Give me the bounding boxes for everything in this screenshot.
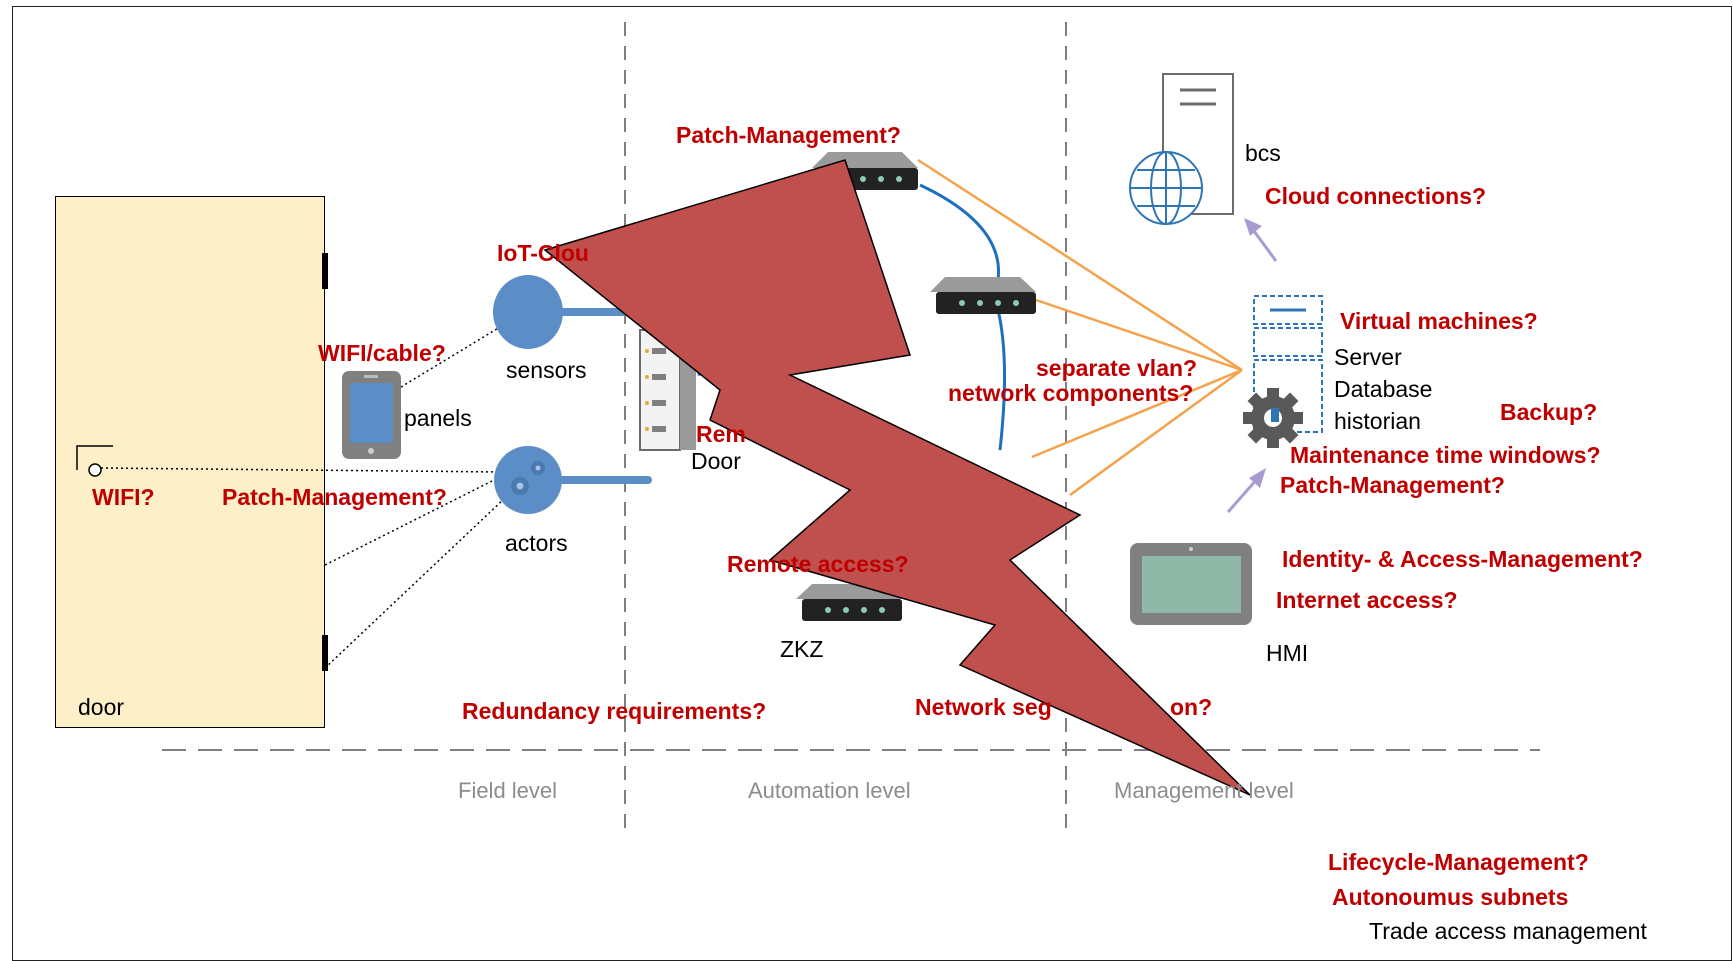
- question-maintenance: Maintenance time windows?: [1290, 442, 1601, 468]
- door: [55, 196, 328, 728]
- switch-network-icon: [930, 277, 1036, 314]
- database-label: Database: [1334, 376, 1433, 402]
- management-level-label: Management level: [1114, 778, 1294, 803]
- door-controller-label: Door: [691, 448, 741, 474]
- door-hinge-bottom: [322, 635, 328, 671]
- question-patch-management-actors: Patch-Management?: [222, 484, 447, 510]
- actors-icon: [494, 446, 652, 514]
- door-label: door: [78, 694, 125, 720]
- question-remote-partial: Rem: [696, 421, 746, 447]
- orange-links: [917, 158, 1243, 497]
- door-hinge-top: [322, 253, 328, 289]
- monitor-icon: [1130, 543, 1252, 625]
- tablet-icon: [342, 371, 401, 459]
- question-network-segmentation-left: Network seg: [915, 694, 1052, 720]
- panels-label: panels: [404, 405, 472, 431]
- historian-label: historian: [1334, 408, 1421, 434]
- arrow-to-server: [1226, 468, 1266, 513]
- lightning-bolt-icon: [543, 159, 1251, 796]
- question-patch-management-server: Patch-Management?: [1280, 472, 1505, 498]
- sensors-label: sensors: [506, 357, 587, 383]
- question-redundancy: Redundancy requirements?: [462, 698, 767, 724]
- bcs-label: bcs: [1245, 140, 1281, 166]
- actors-label: actors: [505, 530, 568, 556]
- question-remote-access: Remote access?: [727, 551, 909, 577]
- question-patch-management-top: Patch-Management?: [676, 122, 901, 148]
- question-cloud-connections: Cloud connections?: [1265, 183, 1487, 209]
- door-controller-icon: [639, 329, 696, 451]
- question-autonomous-subnets: Autonoumus subnets: [1332, 884, 1569, 910]
- trade-access-label: Trade access management: [1369, 918, 1647, 944]
- question-backup: Backup?: [1500, 399, 1598, 425]
- field-level-label: Field level: [458, 778, 558, 803]
- question-virtual-machines: Virtual machines?: [1340, 308, 1538, 334]
- question-identity-access: Identity- & Access-Management?: [1282, 546, 1643, 572]
- gear-icon: [1243, 388, 1303, 448]
- arrow-to-cloud: [1244, 218, 1278, 262]
- question-internet-access: Internet access?: [1276, 587, 1458, 613]
- globe-icon: [1129, 151, 1203, 225]
- question-network-components: network components?: [948, 380, 1194, 406]
- door-lock-icon: [76, 445, 113, 477]
- question-iot-cloud: IoT-Clou: [497, 240, 589, 266]
- question-wifi-cable: WIFI/cable?: [318, 340, 446, 366]
- dotted-links: [100, 326, 506, 669]
- automation-level-label: Automation level: [748, 778, 911, 803]
- question-wifi: WIFI?: [92, 484, 155, 510]
- server-label: Server: [1334, 344, 1402, 370]
- question-lifecycle-management: Lifecycle-Management?: [1328, 849, 1589, 875]
- question-separate-vlan: separate vlan?: [1036, 355, 1198, 381]
- hmi-label: HMI: [1266, 640, 1309, 666]
- zkz-label: ZKZ: [780, 636, 824, 662]
- question-network-segmentation-right: on?: [1170, 694, 1213, 720]
